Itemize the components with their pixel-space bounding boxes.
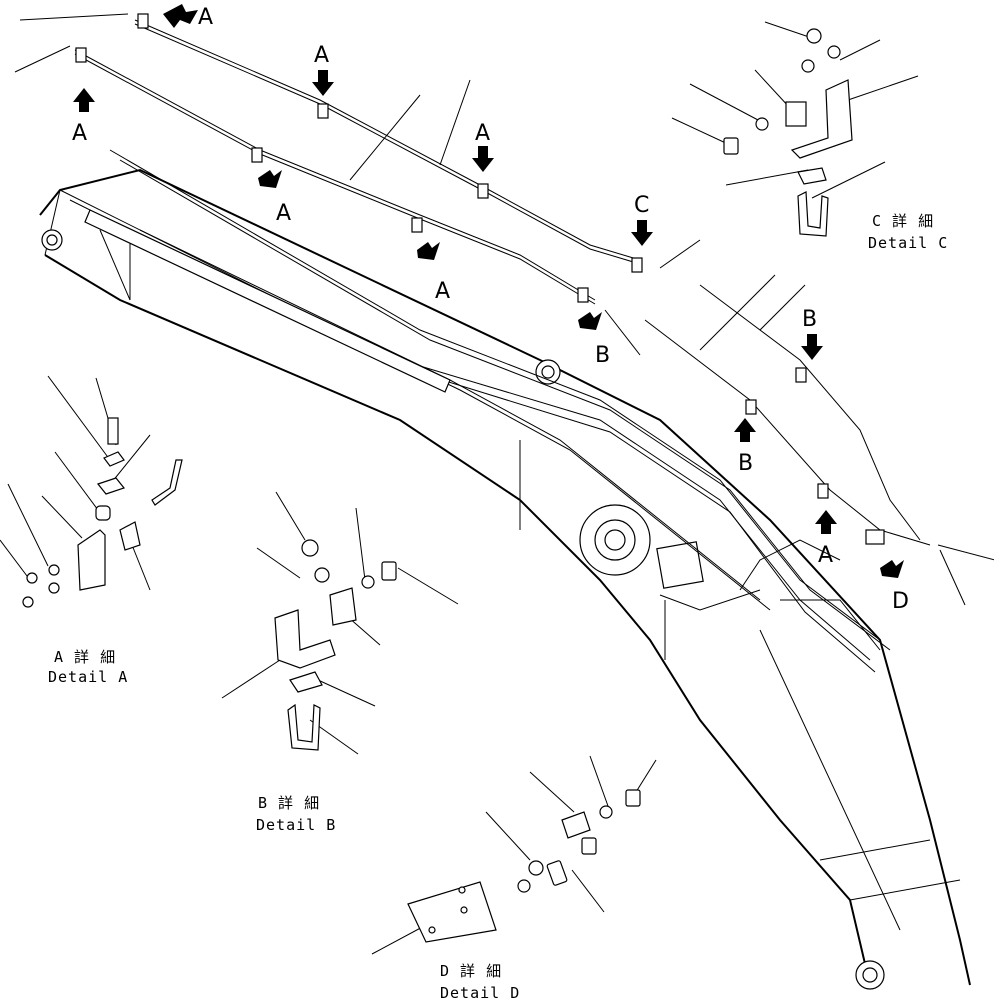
arrow-a6 [417,242,440,260]
detail-a-jp: A 詳 細 [54,648,116,666]
label-a: A [314,43,329,68]
label-a: A [475,121,490,146]
label-a: A [198,5,213,30]
label-a: A [72,121,87,146]
arrow-a1 [163,4,198,28]
label-b: B [595,343,610,368]
arrow-a2 [73,88,95,112]
detail-d-parts: D 詳 細 Detail D [371,755,657,1002]
pipe-lines [14,13,994,606]
label-d: D [892,589,909,614]
detail-b-jp: B 詳 細 [258,794,320,812]
label-b: B [802,307,817,332]
arrow-a4 [472,146,494,172]
arrow-b3 [734,418,756,442]
arrow-a3 [312,70,334,96]
label-a: A [818,543,833,568]
label-a: A [435,279,450,304]
pointer-arrows [73,4,904,578]
arrow-c [631,220,653,246]
boom [39,149,971,990]
detail-b-parts: B 詳 細 Detail B [221,491,459,834]
detail-c-jp: C 詳 細 [872,212,934,230]
arrow-d [880,560,904,578]
detail-c-en: Detail C [868,234,948,252]
label-c: C [634,193,649,218]
detail-a-en: Detail A [48,668,128,686]
arrow-b1 [578,312,602,330]
detail-a-parts: A 詳 細 Detail A [0,375,183,686]
detail-c-parts: C 詳 細 Detail C [671,21,948,252]
label-b: B [738,451,753,476]
label-a: A [276,201,291,226]
detail-d-jp: D 詳 細 [440,962,502,980]
callout-labels: A A A A A A A C B B B D [72,5,909,614]
arrow-a7 [815,510,837,534]
detail-b-en: Detail B [256,816,336,834]
detail-d-en: Detail D [440,984,520,1002]
arrow-a5 [258,170,282,188]
arrow-b2 [801,334,823,360]
